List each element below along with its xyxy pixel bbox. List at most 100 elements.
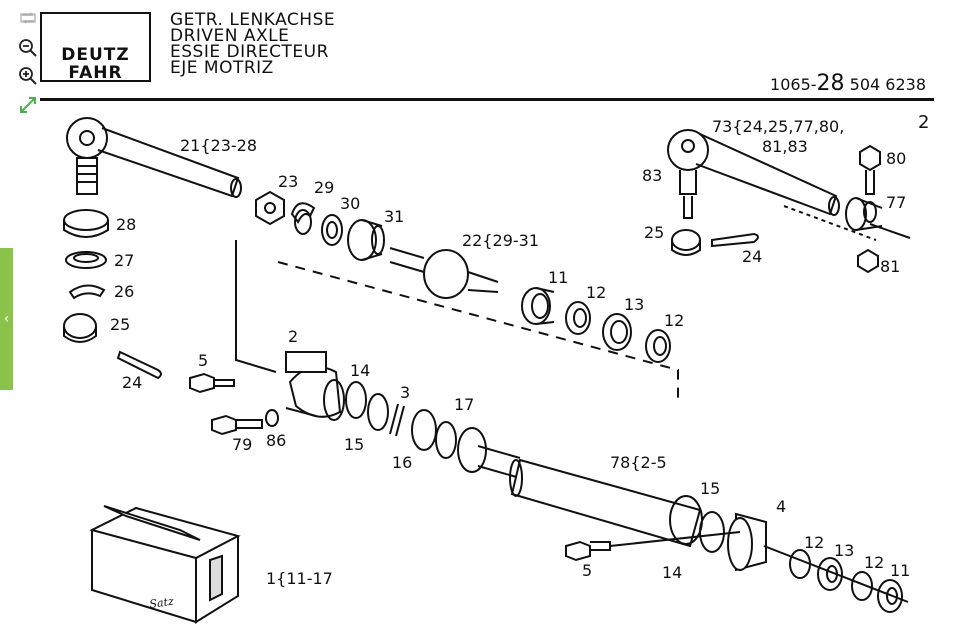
label-26: 26	[114, 282, 134, 301]
clip-29	[290, 202, 316, 235]
castle-nut-25	[63, 313, 97, 343]
castle-nut-25r	[671, 229, 701, 256]
label-31: 31	[384, 207, 404, 226]
label-23: 23	[278, 172, 298, 191]
rod-end-22	[389, 247, 499, 299]
cotter-pin-24	[116, 350, 162, 380]
label-25: 25	[110, 315, 130, 334]
expand-icon[interactable]	[16, 93, 40, 117]
seal-11a	[521, 287, 555, 325]
circlip-26	[68, 284, 106, 300]
bracket-2	[235, 240, 345, 421]
label-12a: 12	[586, 283, 606, 302]
header-rule	[40, 98, 934, 101]
label-12c: 12	[804, 533, 824, 552]
parts-kit-box	[89, 505, 241, 624]
label-5a: 5	[198, 351, 208, 370]
ref-part1: 504	[849, 75, 881, 94]
sidebar-collapse-tab[interactable]: ‹	[0, 248, 13, 390]
ref-big: 28	[816, 71, 845, 96]
label-80: 80	[886, 149, 906, 168]
label-14a: 14	[350, 361, 370, 380]
label-16: 16	[392, 453, 412, 472]
label-15b: 15	[700, 479, 720, 498]
socket-28	[63, 209, 109, 238]
label-24: 24	[122, 373, 142, 392]
ring-14a	[345, 381, 367, 419]
label-5b: 5	[582, 561, 592, 580]
label-86: 86	[266, 431, 286, 450]
seal-12c	[789, 549, 811, 579]
viewer-toolbar	[0, 0, 44, 120]
ref-prefix: 1065-	[770, 75, 817, 94]
ring-17	[435, 421, 457, 459]
zoom-in-icon[interactable]	[16, 64, 40, 88]
label-25r: 25	[644, 223, 664, 242]
bolt-5b	[565, 531, 741, 562]
label-12b: 12	[664, 311, 684, 330]
label-28: 28	[116, 215, 136, 234]
washer-86	[265, 409, 279, 427]
clip-3	[389, 403, 405, 437]
label-73: 73{24,25,77,80,	[712, 117, 844, 136]
label-81: 81	[880, 257, 900, 276]
sleeve-31	[347, 219, 385, 261]
title-spanish: EJE MOTRIZ	[170, 58, 274, 78]
label-30: 30	[340, 194, 360, 213]
brand-logo: DEUTZ FAHR	[40, 12, 151, 83]
label-77: 77	[886, 193, 906, 212]
label-4: 4	[776, 497, 786, 516]
ring-27	[65, 251, 107, 269]
label-14b: 14	[662, 563, 682, 582]
label-78: 78{2-5	[610, 453, 667, 472]
title-english: DRIVEN AXLE	[170, 26, 290, 46]
seal-13b	[817, 557, 843, 591]
label-11a: 11	[548, 268, 568, 287]
lever-77	[845, 197, 911, 239]
label-83: 83	[642, 166, 662, 185]
bolt-80	[859, 144, 881, 195]
label-29: 29	[314, 178, 334, 197]
washer-30	[321, 214, 343, 246]
nut-23	[255, 190, 285, 226]
label-73b: 81,83	[762, 137, 808, 156]
seal-12a	[565, 301, 591, 335]
seal-12b	[645, 329, 671, 363]
label-17: 17	[454, 395, 474, 414]
bolt-79	[211, 414, 263, 436]
page-title-block: GETR. LENKACHSE DRIVEN AXLE ESSIE DIRECT…	[170, 10, 336, 78]
label-79: 79	[232, 435, 252, 454]
nut-81	[857, 248, 879, 274]
label-13a: 13	[624, 295, 644, 314]
repeat-icon[interactable]	[16, 6, 40, 30]
label-2: 2	[288, 327, 298, 346]
title-french: ESSIE DIRECTEUR	[170, 42, 329, 62]
logo-line-1: DEUTZ	[61, 45, 130, 65]
label-1: 1{11-17	[266, 569, 333, 588]
label-15a: 15	[344, 435, 364, 454]
seal-11b	[877, 579, 903, 613]
ref-part2: 6238	[885, 75, 926, 94]
ring-16	[411, 409, 437, 451]
cotter-pin-24r	[711, 232, 759, 248]
tie-rod-end-21	[66, 117, 242, 198]
label-24r: 24	[742, 247, 762, 266]
zoom-out-icon[interactable]	[16, 36, 40, 60]
box-script-text: Satz	[149, 595, 175, 611]
label-21: 21{23-28	[180, 136, 257, 155]
ring-15a	[367, 393, 389, 431]
bolt-5a	[189, 372, 235, 394]
logo-line-2: FAHR	[68, 63, 123, 83]
chevron-left-icon: ‹	[3, 311, 10, 327]
page-number: 2	[918, 112, 930, 133]
tie-rod-end-73	[667, 129, 840, 219]
label-3: 3	[400, 383, 410, 402]
part-reference-number: 1065-28 504 6238	[770, 71, 926, 96]
label-22: 22{29-31	[462, 231, 539, 250]
label-13b: 13	[834, 541, 854, 560]
seal-13a	[602, 313, 632, 351]
seal-12d	[851, 571, 873, 601]
label-12d: 12	[864, 553, 884, 572]
title-german: GETR. LENKACHSE	[170, 10, 336, 30]
